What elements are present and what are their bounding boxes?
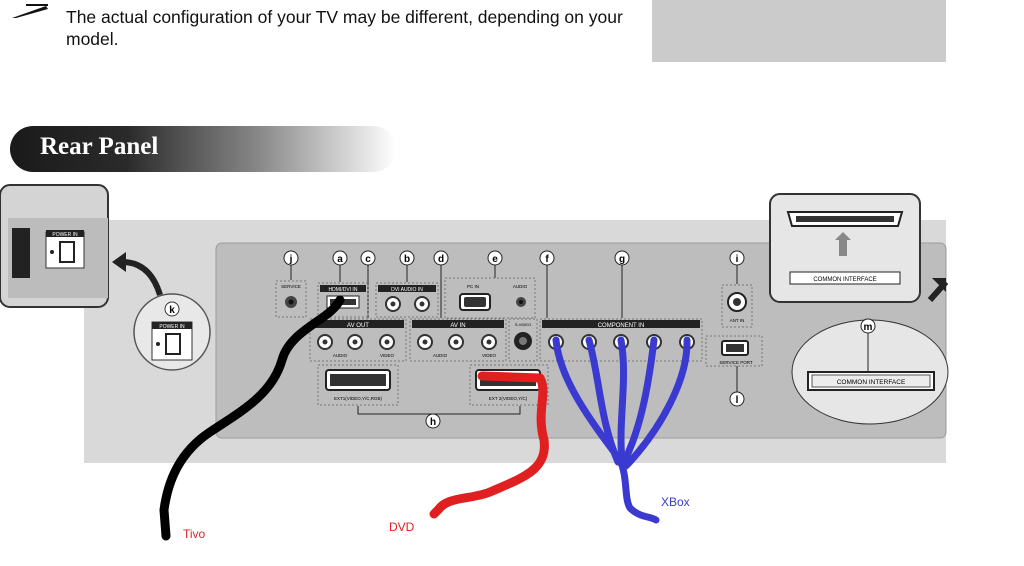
marker-c: c (365, 254, 371, 265)
common-interface-inset: COMMON INTERFACE (769, 193, 921, 303)
av-in-label: AV IN (450, 323, 465, 329)
top-markers: j a c b d e f g i (283, 250, 745, 318)
marker-h: h (430, 417, 436, 428)
tivo-label: Tivo (183, 527, 206, 541)
av-out-audio-label: AUDIO (333, 353, 348, 358)
dvi-audio-label: DVI AUDIO IN (391, 287, 423, 293)
av-in-group: AV IN AUDIO VIDEO (409, 318, 507, 362)
service-port: SERVICE PORT l (705, 335, 763, 407)
ext1-label: EXT1(VIDEO,Y/C,RGB) (334, 396, 383, 401)
service-port-label: SERVICE PORT (719, 360, 753, 365)
ext2-label: EXT 2(VIDEO,Y/C) (489, 396, 528, 401)
marker-d: d (438, 254, 444, 265)
audio-label: AUDIO (513, 284, 528, 289)
common-interface-slot-label: COMMON INTERFACE (837, 379, 906, 386)
power-inset: POWER IN (0, 184, 109, 308)
dvi-audio-in: DVI AUDIO IN (375, 282, 439, 318)
note-icon (12, 4, 48, 18)
marker-k: k (169, 305, 175, 316)
ant-in-port: ANT IN (721, 284, 753, 328)
marker-b: b (404, 254, 410, 265)
section-title: Rear Panel (40, 133, 159, 160)
xbox-cables (552, 336, 691, 524)
hdmi-label: HDMI/DVI IN (329, 287, 358, 293)
marker-g: g (619, 254, 625, 265)
power-in-inset-label: POWER IN (52, 232, 78, 238)
pc-in-port: PC IN AUDIO (444, 277, 536, 319)
component-in-label: COMPONENT IN (598, 323, 645, 329)
callout-k: k POWER IN (133, 293, 211, 371)
av-in-video-label: VIDEO (482, 353, 497, 358)
svideo-label: S-VIDEO (515, 322, 531, 327)
service-jack: SERVICE (275, 280, 307, 318)
callout-m: m COMMON INTERFACE (791, 318, 949, 425)
gray-placeholder-box (652, 0, 946, 62)
service-label: SERVICE (281, 284, 301, 289)
xbox-label: XBox (661, 495, 690, 509)
power-in-callout-label: POWER IN (159, 324, 185, 330)
marker-j: j (289, 254, 293, 265)
marker-i: i (736, 254, 739, 265)
note-text: The actual configuration of your TV may … (66, 7, 623, 49)
pc-in-label: PC IN (467, 284, 479, 289)
marker-f: f (545, 254, 549, 265)
marker-l: l (736, 395, 739, 406)
marker-e: e (492, 254, 498, 265)
marker-a: a (337, 254, 343, 265)
av-out-video-label: VIDEO (380, 353, 395, 358)
av-out-label: AV OUT (347, 323, 369, 329)
tivo-cable (159, 295, 345, 541)
section-banner (10, 126, 396, 172)
curved-arrow-left (121, 259, 163, 296)
common-interface-top-label: COMMON INTERFACE (813, 277, 876, 283)
av-in-audio-label: AUDIO (433, 353, 448, 358)
ant-in-label: ANT IN (730, 318, 745, 323)
dvd-label: DVD (389, 520, 415, 534)
av-out-group: AV OUT AUDIO VIDEO (309, 318, 407, 362)
marker-m: m (864, 322, 873, 333)
dvd-cable (429, 371, 549, 519)
svideo-port: S-VIDEO (508, 318, 538, 362)
